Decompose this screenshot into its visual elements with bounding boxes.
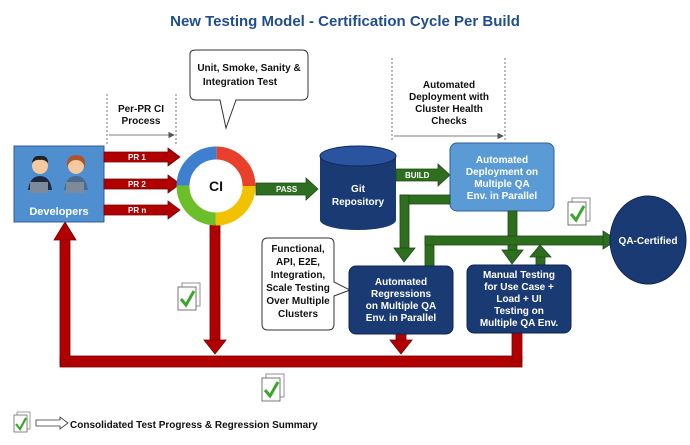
automated-regressions-node: Automated Regressions on Multiple QA Env… <box>348 265 454 335</box>
report-check-icon <box>177 282 201 311</box>
svg-text:Load + UI: Load + UI <box>496 294 542 305</box>
svg-text:Functional,: Functional, <box>271 244 325 255</box>
svg-text:Integration,: Integration, <box>271 270 326 281</box>
svg-text:Repository: Repository <box>332 197 385 208</box>
legend: Consolidated Test Progress & Regression … <box>13 411 318 433</box>
git-repository-node: Git Repository <box>319 145 397 230</box>
svg-text:Deployment with: Deployment with <box>409 92 489 103</box>
svg-text:Git: Git <box>351 184 366 195</box>
green-flow-arrows <box>393 194 618 268</box>
manual-testing-node: Manual Testing for Use Case + Load + UI … <box>466 264 572 334</box>
feedback-loop-arrows <box>53 221 523 368</box>
pr-arrow-labels: PR 1 PR 2 PR n <box>128 153 146 215</box>
diagram-title: New Testing Model - Certification Cycle … <box>170 13 520 30</box>
svg-text:Per-PR CI: Per-PR CI <box>118 104 164 115</box>
report-check-icon <box>567 197 591 226</box>
report-check-icon <box>261 373 285 402</box>
report-check-icon <box>13 411 31 433</box>
svg-text:Clusters: Clusters <box>278 309 318 320</box>
svg-text:Multiple QA Env.: Multiple QA Env. <box>480 318 559 329</box>
developers-label: Developers <box>29 206 88 218</box>
svg-text:Process: Process <box>122 116 161 127</box>
legend-label: Consolidated Test Progress & Regression … <box>70 420 318 431</box>
svg-text:PR 2: PR 2 <box>128 180 146 189</box>
auto-deploy-bracket <box>391 58 506 142</box>
svg-text:Deployment on: Deployment on <box>466 167 538 178</box>
svg-text:BUILD: BUILD <box>405 171 430 180</box>
svg-text:PR 1: PR 1 <box>128 153 146 162</box>
svg-text:Regressions: Regressions <box>371 289 431 300</box>
developer-avatar-icon <box>64 155 88 193</box>
svg-text:API, E2E,: API, E2E, <box>276 257 320 268</box>
svg-text:Multiple QA: Multiple QA <box>474 179 530 190</box>
svg-text:Integration Test: Integration Test <box>203 77 278 88</box>
svg-text:Testing on: Testing on <box>494 306 544 317</box>
auto-deploy-label: Automated Deployment with Cluster Health… <box>409 80 489 127</box>
svg-text:Checks: Checks <box>431 116 467 127</box>
ci-label: CI <box>209 178 223 194</box>
pr-arrows <box>103 147 181 220</box>
svg-text:Automated: Automated <box>375 277 427 288</box>
build-arrow: BUILD <box>395 163 451 187</box>
qa-certified-node: QA-Certified <box>609 195 687 285</box>
per-pr-bracket <box>106 94 177 145</box>
svg-text:PASS: PASS <box>276 185 298 194</box>
legend-arrow-icon <box>35 416 69 430</box>
ci-cycle-node: CI <box>176 146 256 226</box>
svg-text:Env. in Parallel: Env. in Parallel <box>467 191 538 202</box>
svg-text:Manual Testing: Manual Testing <box>483 270 555 281</box>
svg-text:Unit, Smoke, Sanity &: Unit, Smoke, Sanity & <box>197 63 300 74</box>
ci-tests-callout: Unit, Smoke, Sanity & Integration Test <box>189 49 309 130</box>
developer-avatar-icon <box>28 155 52 193</box>
regression-tests-callout: Functional, API, E2E, Integration, Scale… <box>261 237 352 331</box>
svg-text:Env. in Parallel: Env. in Parallel <box>366 313 437 324</box>
per-pr-label: Per-PR CI Process <box>118 104 164 127</box>
svg-text:QA-Certified: QA-Certified <box>619 236 678 247</box>
svg-text:Scale Testing: Scale Testing <box>266 283 330 294</box>
automated-deployment-node: Automated Deployment on Multiple QA Env.… <box>449 142 555 212</box>
svg-text:Automated: Automated <box>476 155 528 166</box>
svg-text:for Use Case +: for Use Case + <box>484 282 554 293</box>
svg-text:Automated: Automated <box>423 80 475 91</box>
svg-text:Over Multiple: Over Multiple <box>266 296 330 307</box>
developers-node: Developers <box>13 145 105 223</box>
svg-text:PR n: PR n <box>128 206 146 215</box>
svg-text:on Multiple QA: on Multiple QA <box>366 301 437 312</box>
svg-text:Cluster Health: Cluster Health <box>415 104 483 115</box>
pass-arrow: PASS <box>255 177 319 201</box>
